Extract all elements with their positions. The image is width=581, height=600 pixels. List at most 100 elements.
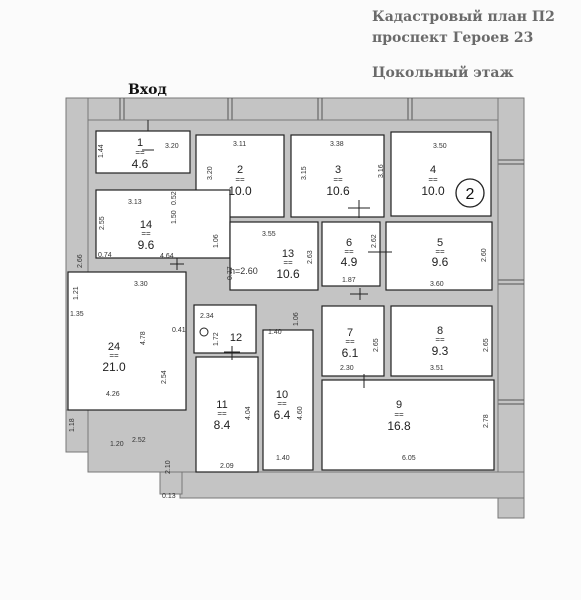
dimension: 1.44 xyxy=(98,144,105,158)
plan-address: проспект Героев 23 xyxy=(372,30,534,46)
room-3-area: 10.6 xyxy=(326,184,350,198)
floor-label: Цокольный этаж xyxy=(372,65,514,81)
dimension: 2.54 xyxy=(161,370,168,384)
dimension: 2.52 xyxy=(132,437,146,444)
room-13-number: 13 xyxy=(282,248,294,260)
dimension: 3.38 xyxy=(330,141,344,148)
dimension: 2.60 xyxy=(481,248,488,262)
room-14-number: 14 xyxy=(140,219,152,231)
dimension: 0.74 xyxy=(98,252,112,259)
room-9-separator: == xyxy=(394,410,404,419)
rooms xyxy=(67,130,495,473)
room-24-area: 21.0 xyxy=(102,360,126,374)
room-10 xyxy=(262,329,314,471)
dimension: 2.09 xyxy=(220,463,234,470)
room-2-area: 10.0 xyxy=(228,184,252,198)
room-14-separator: == xyxy=(141,229,151,238)
dimension: 1.35 xyxy=(70,311,84,318)
dimension: 6.05 xyxy=(402,455,416,462)
room-8-number: 8 xyxy=(437,325,443,337)
room-8-area: 9.3 xyxy=(432,344,449,358)
dimension: 4.26 xyxy=(106,391,120,398)
dimension: 2.78 xyxy=(483,414,490,428)
dimension: 1.06 xyxy=(293,312,300,326)
room-24-separator: == xyxy=(109,351,119,360)
room-7 xyxy=(321,305,385,377)
dimension: 3.13 xyxy=(128,199,142,206)
dimension-labels: 3.20 1.44 3.11 3.20 3.38 3.15 3.50 3.16 … xyxy=(69,141,490,500)
dimension: 3.30 xyxy=(134,281,148,288)
sheet-number-badge: 2 xyxy=(455,178,485,208)
dimension: 4.04 xyxy=(245,406,252,420)
room-24 xyxy=(67,271,187,411)
dimension: 3.15 xyxy=(301,166,308,180)
room-1 xyxy=(95,130,191,174)
room-11-number: 11 xyxy=(216,399,227,411)
room-4-separator: == xyxy=(428,175,438,184)
window-marks xyxy=(119,98,524,405)
dimension: 2.34 xyxy=(200,313,214,320)
room-5-area: 9.6 xyxy=(432,255,449,269)
room-4-area: 10.0 xyxy=(421,184,445,198)
room-6-area: 4.9 xyxy=(341,255,358,269)
dimension: 3.11 xyxy=(233,141,246,148)
dimension: 2.62 xyxy=(371,234,378,248)
room-7-separator: == xyxy=(345,337,355,346)
dimension: 1.40 xyxy=(268,329,282,336)
room-6-number: 6 xyxy=(346,237,352,249)
room-9-area: 16.8 xyxy=(387,419,411,433)
dimension: 1.21 xyxy=(73,286,80,300)
room-11-area: 8.4 xyxy=(214,418,231,432)
dimension: 0.13 xyxy=(162,493,176,500)
dimension: 0.52 xyxy=(171,191,178,205)
room-3-number: 3 xyxy=(335,164,341,176)
room-10-separator: == xyxy=(277,399,287,408)
dimension: 3.20 xyxy=(207,166,214,180)
dimension: 2.30 xyxy=(340,365,354,372)
room-6-separator: == xyxy=(344,247,354,256)
room-3-separator: == xyxy=(333,175,343,184)
room-14-area: 9.6 xyxy=(138,238,155,252)
room-1-separator: == xyxy=(135,148,145,157)
room-5-separator: == xyxy=(435,247,445,256)
room-5 xyxy=(385,221,493,291)
dimension: 3.50 xyxy=(433,143,447,150)
dimension: 3.60 xyxy=(430,281,444,288)
room-10-area: 6.4 xyxy=(274,408,291,422)
room-9 xyxy=(321,379,495,471)
room-2-separator: == xyxy=(235,175,245,184)
dimension: 2.66 xyxy=(77,254,84,268)
dimension: 2.10 xyxy=(165,460,172,474)
room-2-number: 2 xyxy=(237,164,243,176)
dimension: 3.55 xyxy=(262,231,276,238)
dimension: 1.72 xyxy=(213,332,220,346)
door-marks xyxy=(142,120,392,388)
ceiling-height-note: h=2.60 xyxy=(230,266,258,276)
dimension: 4.60 xyxy=(297,406,304,420)
dimension: 2.63 xyxy=(307,250,314,264)
room-3 xyxy=(290,134,385,218)
room-14 xyxy=(95,189,231,259)
dimension: 1.50 xyxy=(171,210,178,224)
dimension: 4.78 xyxy=(140,331,147,345)
room-7-area: 6.1 xyxy=(342,346,359,360)
sheet-number: 2 xyxy=(466,186,475,203)
room-labels: 1 == 4.6 2 == 10.0 3 == 10.6 4 == 10.0 5… xyxy=(102,137,448,433)
plan-title: Кадастровый план П2 xyxy=(372,9,555,25)
room-11-separator: == xyxy=(217,409,227,418)
room-12-number: 12 xyxy=(230,332,242,344)
room-10-number: 10 xyxy=(276,389,288,401)
room-12 xyxy=(193,304,257,354)
dimension: 3.20 xyxy=(165,143,179,150)
room-24-number: 24 xyxy=(108,341,120,353)
dimension: 4.64 xyxy=(160,253,174,260)
dimension: 2.55 xyxy=(99,216,106,230)
dimension: 2.65 xyxy=(483,338,490,352)
dimension: 0.41 xyxy=(172,327,186,334)
dimension: 3.16 xyxy=(378,164,385,178)
room-1-area: 4.6 xyxy=(132,157,149,171)
room-4-number: 4 xyxy=(430,164,436,176)
entrance-label: Вход xyxy=(128,82,167,98)
room-6 xyxy=(321,221,381,287)
